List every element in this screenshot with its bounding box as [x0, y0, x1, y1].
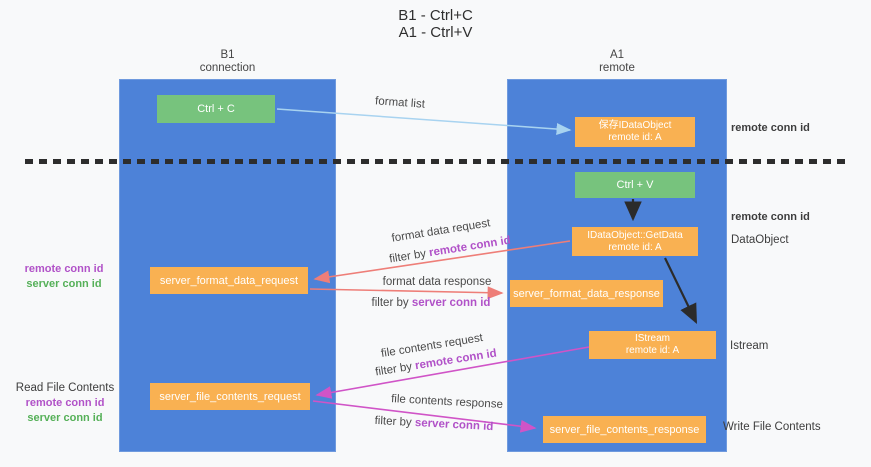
server-file-contents-request-box: server_file_contents_request [150, 383, 310, 410]
lane-header-b1: B1 connection [119, 49, 336, 75]
session-divider-dashed-line [25, 159, 847, 164]
lane-b1-name: B1 [220, 49, 235, 61]
istream-line2: remote id: A [625, 345, 680, 356]
ctrl-v-box: Ctrl + V [575, 172, 695, 198]
right-remote-conn-id-label-1: remote conn id [731, 122, 810, 134]
left-bottom-remote-conn-id-label: remote conn id [25, 397, 105, 409]
diagram-title: B1 - Ctrl+C A1 - Ctrl+V [0, 7, 871, 41]
istream-line1: IStream [634, 333, 670, 344]
filter-by-text: filter by [388, 247, 431, 266]
format-list-label: format list [374, 95, 426, 111]
remote-conn-id-text: remote conn id [428, 234, 512, 260]
getdata-line1: IDataObject::GetData [587, 229, 683, 241]
lane-a1-name: A1 [609, 49, 625, 61]
server-format-data-request-box: server_format_data_request [150, 267, 308, 294]
server-format-data-response-box: server_format_data_response [510, 280, 663, 307]
title-line-2: A1 - Ctrl+V [398, 24, 473, 41]
filter-by-text: filter by [374, 414, 416, 429]
server-file-contents-response-label: server_file_contents_response [549, 423, 700, 436]
lane-header-a1: A1 remote [507, 49, 727, 75]
istream-box: IStream remote id: A [589, 331, 716, 359]
ctrl-c-box: Ctrl + C [157, 95, 275, 123]
ctrl-v-label: Ctrl + V [616, 179, 654, 191]
arrow-format-data-response [309, 286, 504, 300]
write-file-contents-label: Write File Contents [723, 421, 821, 433]
left-server-conn-id-label: server conn id [26, 278, 102, 290]
filter-by-text: filter by [371, 297, 412, 309]
server-file-contents-request-label: server_file_contents_request [159, 390, 301, 403]
left-bottom-server-conn-id-label: server conn id [27, 412, 103, 424]
saved-idataobject-line1: 保存IDataObject [598, 120, 672, 131]
server-format-data-request-label: server_format_data_request [159, 274, 299, 287]
file-contents-response-label: file contents response [390, 393, 504, 411]
server-format-data-response-label: server_format_data_response [513, 287, 660, 300]
idataobject-getdata-box: IDataObject::GetData remote id: A [572, 227, 698, 256]
left-remote-conn-id-label: remote conn id [24, 263, 104, 275]
saved-idataobject-line2: remote id: A [608, 132, 662, 143]
left-conn-id-group: remote conn id server conn id [16, 262, 112, 292]
dataobject-label: DataObject [731, 234, 789, 246]
format-data-response-label: format data response [382, 276, 492, 288]
server-conn-id-text: server conn id [411, 297, 491, 309]
lane-a1-subtitle: remote [599, 62, 635, 74]
ctrl-c-label: Ctrl + C [197, 103, 235, 115]
format-data-response-filter-label: filter by server conn id [372, 297, 491, 309]
filter-by-text: filter by [374, 360, 417, 379]
lane-b1-subtitle: connection [199, 62, 256, 74]
read-file-contents-group: Read File Contents remote conn id server… [10, 381, 120, 426]
getdata-line2: remote id: A [608, 241, 662, 253]
saved-idataobject-box: 保存IDataObject remote id: A [575, 117, 695, 147]
file-contents-response-filter-label: filter by server conn id [374, 415, 493, 433]
title-line-1: B1 - Ctrl+C [398, 7, 473, 24]
read-file-contents-label: Read File Contents [15, 382, 115, 394]
right-remote-conn-id-label-2: remote conn id [731, 211, 810, 223]
server-file-contents-response-box: server_file_contents_response [543, 416, 706, 443]
server-conn-id-text: server conn id [414, 417, 494, 434]
istream-side-label: Istream [730, 340, 769, 352]
